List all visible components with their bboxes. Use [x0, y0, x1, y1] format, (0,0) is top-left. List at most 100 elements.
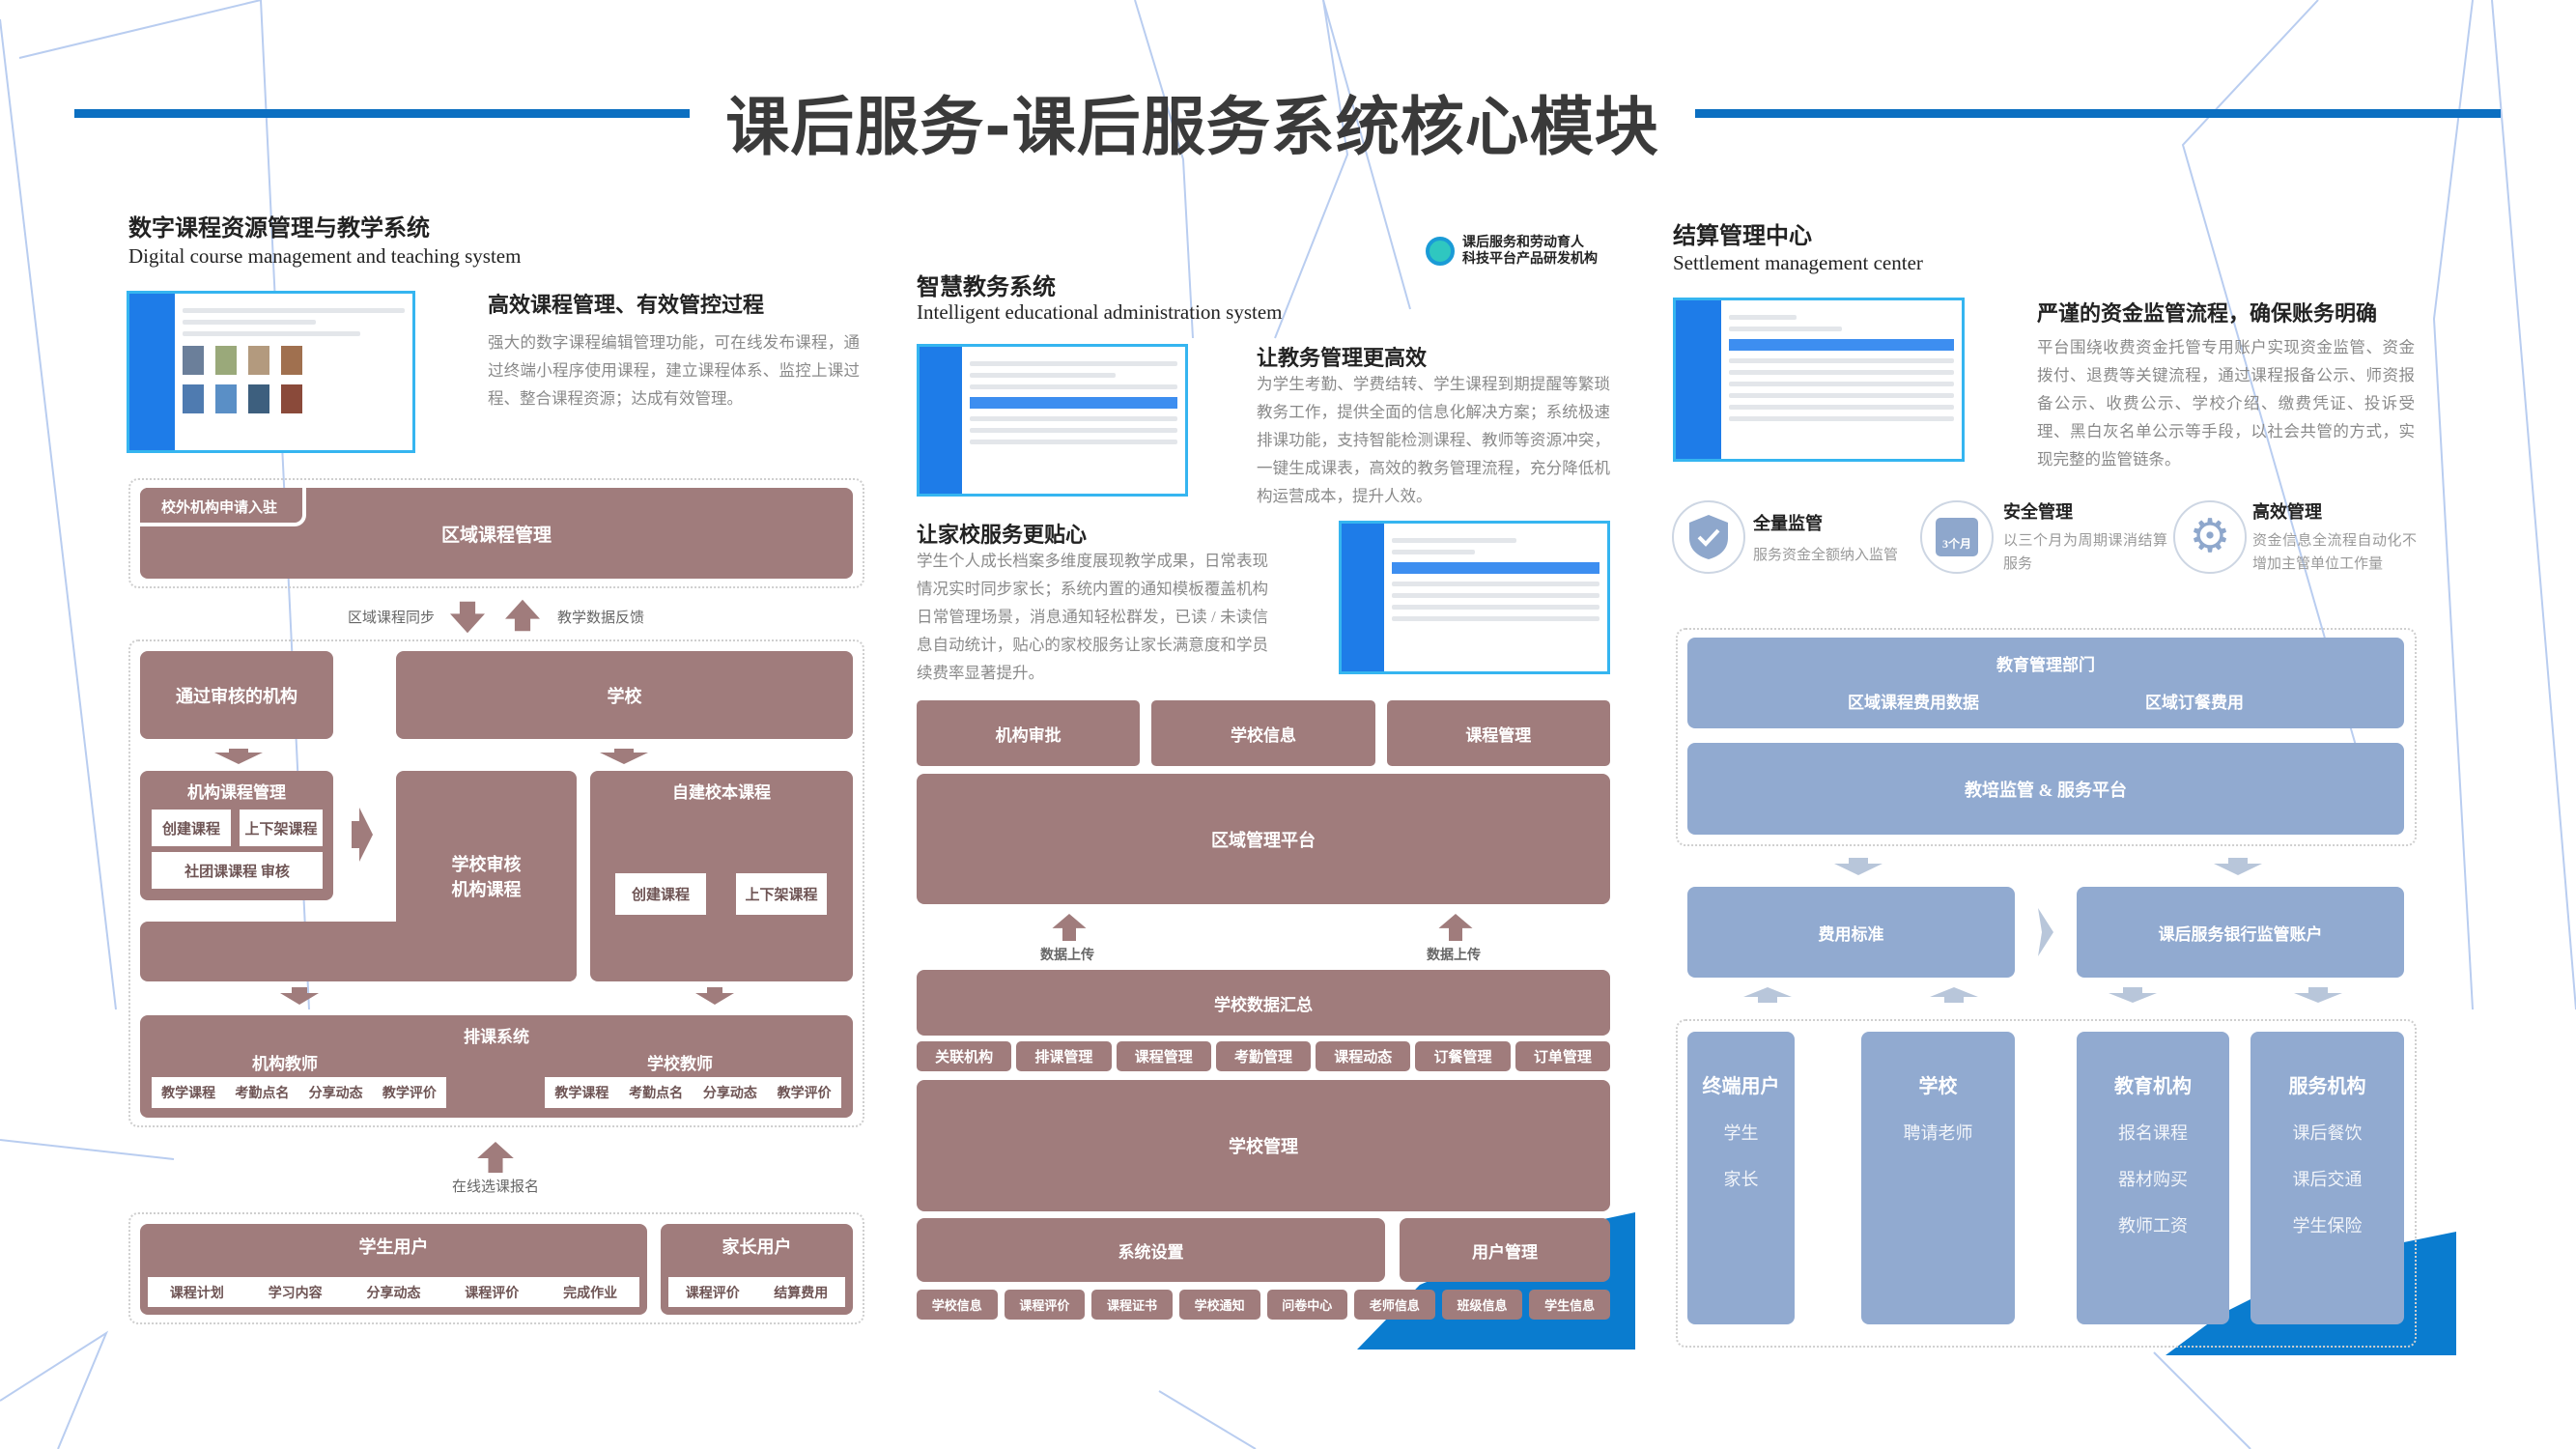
arrow-up-icon: [477, 1142, 514, 1173]
arrow-up-icon: [1438, 914, 1473, 941]
student-user-label: 学生用户: [358, 1237, 429, 1257]
shield-check-icon: [1672, 500, 1745, 574]
upload-label-left: 数据上传: [1040, 949, 1094, 963]
module-button[interactable]: 课程管理: [1386, 700, 1610, 766]
edu-dept-box: 教育管理部门 区域课程费用数据区域订餐费用: [1687, 638, 2404, 728]
org-apply-tab: 校外机构申请入驻: [140, 488, 306, 526]
settings-item-button[interactable]: 问卷中心: [1266, 1290, 1348, 1320]
right-paragraph: 平台围绕收费资金托管专用账户实现资金监管、资金拨付、退费等关键流程，通过课程报备…: [2037, 338, 2415, 469]
region-course-label: 区域课程管理: [440, 525, 552, 546]
school-function-button[interactable]: 订餐管理: [1415, 1041, 1511, 1071]
arrow-down-icon: [2214, 858, 2262, 875]
teacher-item[interactable]: 分享动态: [308, 1087, 363, 1101]
user-management-label: 用户管理: [1472, 1242, 1538, 1262]
participant-item: 学生: [1723, 1123, 1759, 1143]
parent-item[interactable]: 结算费用: [774, 1286, 829, 1301]
left-paragraph: 强大的数字课程编辑管理功能，可在线发布课程，通过终端小程序使用课程，建立课程体系…: [488, 333, 860, 408]
school-function-button[interactable]: 排课管理: [1016, 1041, 1112, 1071]
school-data-summary: 学校数据汇总: [917, 970, 1610, 1036]
arrow-down-icon: [600, 749, 648, 764]
student-item[interactable]: 完成作业: [563, 1286, 618, 1301]
teacher-item[interactable]: 教学评价: [777, 1087, 832, 1101]
region-group: [128, 478, 864, 588]
fee-standard-label: 费用标准: [1818, 924, 1884, 944]
participant-column: 教育机构报名课程器材购买教师工资: [2077, 1032, 2229, 1324]
student-item[interactable]: 分享动态: [366, 1286, 421, 1301]
module-button[interactable]: 学校信息: [1151, 700, 1375, 766]
org-teacher-items: 教学课程 考勤点名 分享动态 教学评价: [152, 1077, 446, 1108]
parent-user-label: 家长用户: [722, 1237, 792, 1257]
system-settings-label: 系统设置: [1118, 1242, 1184, 1262]
teacher-item[interactable]: 考勤点名: [235, 1087, 290, 1101]
self-create-course-button[interactable]: 创建课程: [615, 873, 706, 915]
middle-paragraph-2: 学生个人成长档案多维度展现教学成果，日常表现情况实时同步家长；系统内置的通知模板…: [917, 552, 1268, 682]
teacher-item[interactable]: 分享动态: [702, 1087, 757, 1101]
shelf-course-button[interactable]: 上下架课程: [240, 810, 323, 846]
user-group: [128, 1212, 864, 1324]
teacher-item[interactable]: 教学评价: [382, 1087, 437, 1101]
settings-item-button[interactable]: 课程证书: [1091, 1290, 1173, 1320]
feature-desc: 服务资金全额纳入监管: [1753, 548, 1899, 563]
system-settings[interactable]: 系统设置: [917, 1218, 1385, 1282]
left-english-heading: Digital course management and teaching s…: [128, 244, 522, 268]
school-function-button[interactable]: 关联机构: [917, 1041, 1012, 1071]
supervision-platform: 教培监管 & 服务平台: [1687, 743, 2404, 835]
enroll-label: 在线选课报名: [452, 1179, 540, 1195]
bank-supervision-account: 课后服务银行监管账户: [2077, 887, 2404, 978]
home-school-screenshot: [1339, 521, 1610, 674]
right-subheading: 严谨的资金监管流程，确保账务明确: [2037, 301, 2378, 326]
title-line-left: [74, 109, 690, 118]
arrow-down-icon: [1834, 858, 1882, 875]
school-function-button[interactable]: 考勤管理: [1215, 1041, 1312, 1071]
settings-item-button[interactable]: 老师信息: [1354, 1290, 1435, 1320]
title-line-right: [1695, 109, 2501, 118]
participant-item: 器材购买: [2118, 1170, 2188, 1189]
parent-items: 课程评价 结算费用: [668, 1277, 845, 1307]
school-box: 学校: [396, 651, 853, 739]
feature-title: 安全管理: [2003, 502, 2073, 522]
student-item[interactable]: 课程评价: [465, 1286, 520, 1301]
settings-item-button[interactable]: 学生信息: [1529, 1290, 1610, 1320]
logo-line2: 科技平台产品研发机构: [1462, 252, 1598, 267]
school-function-button[interactable]: 课程管理: [1116, 1041, 1211, 1071]
course-system-screenshot: [127, 291, 415, 453]
teacher-item[interactable]: 考勤点名: [629, 1087, 684, 1101]
arrow-down-icon: [280, 987, 319, 1005]
school-teacher-items: 教学课程 考勤点名 分享动态 教学评价: [545, 1077, 841, 1108]
participant-title: 学校: [1918, 1076, 1958, 1097]
teacher-item[interactable]: 教学课程: [161, 1087, 216, 1101]
school-function-button[interactable]: 订单管理: [1514, 1041, 1610, 1071]
student-item[interactable]: 课程计划: [169, 1286, 224, 1301]
edu-dept-label: 教育管理部门: [1996, 656, 2095, 674]
school-function-button[interactable]: 课程动态: [1316, 1041, 1411, 1071]
calendar-icon: 3个月: [1920, 500, 1994, 574]
participant-item: 课后餐饮: [2292, 1123, 2363, 1143]
org-teacher-label: 机构教师: [252, 1055, 318, 1073]
middle-heading: 智慧教务系统: [917, 275, 1056, 300]
teacher-item[interactable]: 教学课程: [554, 1087, 609, 1101]
create-course-button[interactable]: 创建课程: [152, 810, 231, 846]
user-management[interactable]: 用户管理: [1400, 1218, 1610, 1282]
settings-item-button[interactable]: 学校信息: [917, 1290, 998, 1320]
arrow-up-icon: [505, 599, 540, 632]
club-review-button[interactable]: 社团课课程 审核: [152, 852, 323, 889]
fee-standard: 费用标准: [1687, 887, 2015, 978]
middle-subheading-1: 让教务管理更高效: [1257, 346, 1428, 370]
settings-item-button[interactable]: 学校通知: [1178, 1290, 1260, 1320]
arrow-right-icon: [2038, 908, 2053, 956]
left-heading: 数字课程资源管理与教学系统: [128, 216, 430, 242]
page-title: 课后服务-课后服务系统核心模块: [725, 90, 1659, 164]
parent-item[interactable]: 课程评价: [685, 1286, 740, 1301]
settings-item-button[interactable]: 课程评价: [1004, 1290, 1086, 1320]
module-button[interactable]: 机构审批: [917, 700, 1141, 766]
arrow-down-icon: [450, 601, 485, 634]
self-shelf-course-button[interactable]: 上下架课程: [736, 873, 827, 915]
student-item[interactable]: 学习内容: [268, 1286, 323, 1301]
right-heading: 结算管理中心: [1673, 224, 1812, 249]
participant-item: 教师工资: [2118, 1216, 2188, 1236]
supervision-platform-label: 教培监管 & 服务平台: [1965, 780, 2127, 800]
settings-item-button[interactable]: 班级信息: [1441, 1290, 1523, 1320]
participant-item: 课后交通: [2292, 1170, 2363, 1189]
participant-column: 终端用户学生家长: [1687, 1032, 1795, 1324]
logo-line1: 课后服务和劳动育人: [1462, 236, 1584, 250]
